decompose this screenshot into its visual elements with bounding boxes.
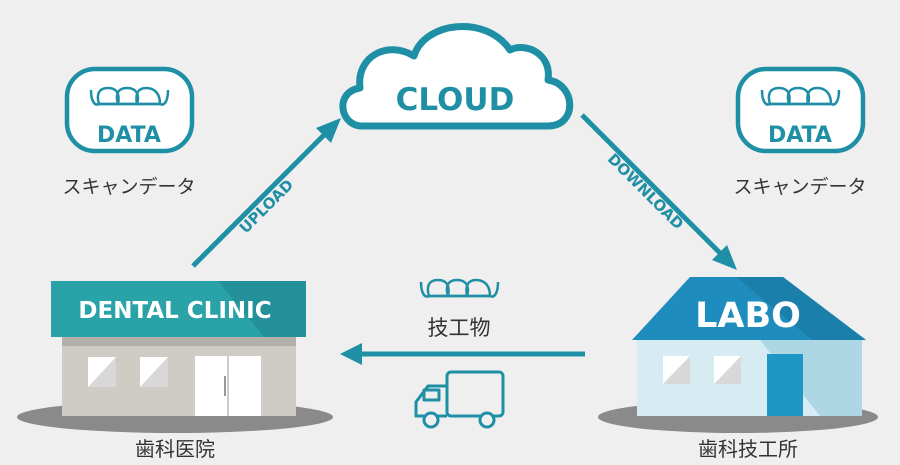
- delivery-arrow: [340, 343, 585, 365]
- product-label: 技工物: [428, 316, 491, 340]
- scan-data-left-caption: スキャンデータ: [62, 176, 195, 198]
- truck-icon: [414, 370, 505, 429]
- clinic-window-icon: [88, 357, 116, 387]
- clinic-door-icon: [195, 356, 261, 416]
- scan-data-right-caption: スキャンデータ: [733, 176, 866, 198]
- scan-data-left-badge: DATA: [64, 66, 195, 154]
- scan-data-right-badge-text: DATA: [768, 123, 832, 148]
- download-arrow: [580, 113, 737, 270]
- delivered-product-icon: [419, 278, 500, 298]
- scan-data-right-badge: DATA: [735, 66, 866, 154]
- scan-data-left-badge-text: DATA: [97, 123, 161, 148]
- cloud-icon: [339, 23, 574, 130]
- labo-door-icon: [767, 354, 803, 416]
- clinic-sign-text: DENTAL CLINIC: [78, 298, 271, 324]
- labo-window-icon: [714, 356, 741, 384]
- download-label: DOWNLOAD: [604, 150, 687, 233]
- labo-window-icon: [663, 356, 690, 384]
- dental-clinic-building: [17, 281, 333, 433]
- upload-label: UPLOAD: [236, 176, 297, 237]
- cloud-label: CLOUD: [396, 82, 515, 118]
- labo-sign-text: LABO: [695, 296, 801, 336]
- teeth-icon: [760, 86, 841, 106]
- clinic-window-icon: [140, 357, 168, 387]
- labo-caption: 歯科技工所: [698, 437, 798, 461]
- clinic-caption: 歯科医院: [135, 437, 215, 461]
- labo-building: [598, 277, 878, 433]
- teeth-icon: [89, 86, 170, 106]
- upload-arrow: [191, 118, 341, 268]
